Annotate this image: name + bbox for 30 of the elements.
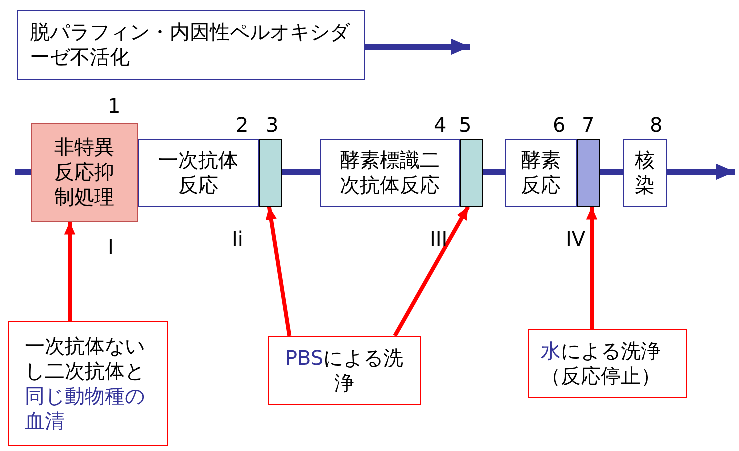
step-number: 8 — [650, 114, 663, 136]
step-number: 3 — [266, 114, 279, 136]
callout-box: 一次抗体ないし二次抗体と同じ動物種の血清 — [8, 321, 168, 446]
arrow — [667, 164, 735, 180]
step-number: 6 — [553, 114, 566, 136]
wash-box — [259, 139, 282, 207]
step-number: 4 — [434, 114, 447, 136]
stage-label: IV — [566, 228, 586, 250]
process-box: 脱パラフィン・内因性ペルオキシダーゼ不活化 — [17, 10, 365, 80]
callout-box: PBSによる洗浄 — [268, 336, 421, 405]
callout-box: 水による洗浄（反応停止） — [528, 329, 687, 398]
arrow — [365, 38, 470, 56]
stage-label: Ii — [232, 228, 244, 250]
step-number: 7 — [582, 114, 595, 136]
leader-arrow — [586, 207, 598, 329]
process-box: 非特異反応抑制処理 — [31, 123, 138, 222]
process-box: 核染 — [623, 139, 667, 207]
process-box: 一次抗体反応 — [138, 139, 259, 207]
stage-label: III — [430, 228, 448, 250]
leader-arrow — [64, 222, 76, 321]
step-number: 2 — [236, 114, 249, 136]
wash-box — [460, 139, 483, 207]
step-number: 1 — [108, 95, 121, 117]
process-box: 酵素標識二次抗体反応 — [320, 139, 460, 207]
leader-arrow — [266, 206, 292, 336]
step-number: 5 — [459, 114, 472, 136]
wash-box — [577, 139, 600, 207]
process-box: 酵素反応 — [505, 139, 577, 207]
leader-arrow — [393, 206, 470, 337]
stage-label: I — [108, 236, 114, 258]
